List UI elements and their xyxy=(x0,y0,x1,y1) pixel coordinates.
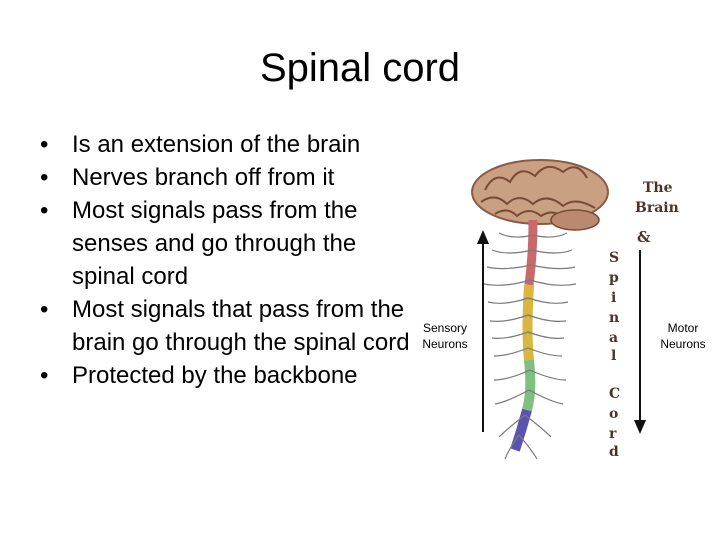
image-labels: The Brain & S p i n a l C o r d xyxy=(609,180,679,460)
sensory-label-line-1: Sensory xyxy=(422,321,468,335)
image-text-amp: & xyxy=(637,228,651,246)
spinal-cord-illustration xyxy=(483,219,577,460)
bullet-item: Most signals that pass from the brain go… xyxy=(40,293,420,359)
sensory-label-line-2: Neurons xyxy=(422,337,468,351)
bullet-item: Protected by the backbone xyxy=(40,359,420,392)
image-text-cord-letter: d xyxy=(609,444,619,460)
motor-label-line-2: Neurons xyxy=(660,337,706,351)
brain-illustration xyxy=(471,159,609,231)
image-text-spinal-letter: l xyxy=(611,348,616,364)
image-text-spinal-letter: p xyxy=(609,270,619,286)
bullet-list: Is an extension of the brain Nerves bran… xyxy=(40,128,420,392)
image-text-cord-letter: o xyxy=(609,406,618,422)
sensory-neurons-label: Sensory Neurons xyxy=(417,320,473,352)
image-text-cord-letter: r xyxy=(609,426,617,442)
brain-spinal-cord-figure: The Brain & S p i n a l C o r d xyxy=(415,150,720,470)
image-text-cord-letter: C xyxy=(609,386,620,402)
image-text-brain: Brain xyxy=(635,200,679,216)
image-text-the: The xyxy=(643,180,673,196)
bullet-item: Is an extension of the brain xyxy=(40,128,420,161)
slide-title: Spinal cord xyxy=(259,46,461,90)
image-text-spinal-letter: a xyxy=(609,330,618,346)
motor-neurons-label: Motor Neurons xyxy=(652,320,714,352)
motor-label-line-1: Motor xyxy=(667,321,699,335)
brain-spinal-cord-illustration: The Brain & S p i n a l C o r d xyxy=(471,159,679,460)
motor-down-arrow xyxy=(634,250,646,434)
bullet-item: Most signals pass from the senses and go… xyxy=(40,194,420,293)
bullet-item: Nerves branch off from it xyxy=(40,161,420,194)
sensory-up-arrow xyxy=(477,230,489,432)
image-text-spinal-letter: i xyxy=(611,290,616,306)
image-text-spinal-letter: S xyxy=(609,250,619,266)
image-text-spinal-letter: n xyxy=(609,310,619,326)
